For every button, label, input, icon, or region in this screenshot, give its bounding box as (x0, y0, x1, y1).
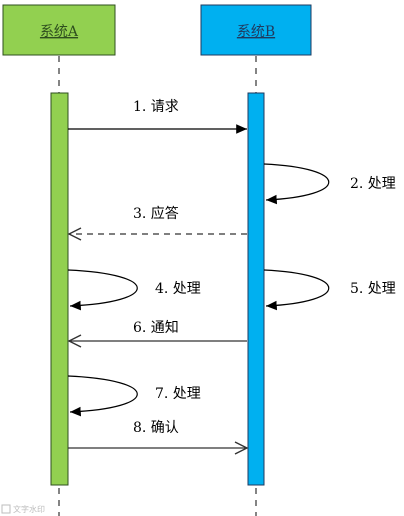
actor-b-label: 系统B (237, 24, 275, 40)
self-arrow-process-a-2 (67, 375, 138, 417)
message-label-process-5: 5. 处理 (350, 281, 396, 297)
message-label-process-4: 4. 处理 (155, 281, 201, 297)
self-arrow-process-a-1 (67, 269, 138, 311)
self-arrow-process-b-1 (263, 163, 330, 205)
actor-a: 系统A (2, 4, 116, 56)
message-label-request: 1. 请求 (133, 99, 179, 115)
watermark-icon (1, 504, 11, 514)
watermark: 文字水印 (1, 504, 45, 514)
watermark-text: 文字水印 (13, 504, 45, 514)
message-label-confirm: 8. 确认 (133, 420, 179, 436)
activation-bar-a (50, 92, 69, 486)
self-arrow-process-b-2 (263, 269, 330, 311)
message-label-process-2: 2. 处理 (350, 176, 396, 192)
message-label-response: 3. 应答 (133, 205, 179, 222)
actor-b: 系统B (200, 4, 312, 56)
actor-a-label: 系统A (40, 24, 79, 40)
activation-bar-b (247, 92, 265, 486)
message-label-process-7: 7. 处理 (155, 386, 201, 402)
message-label-notify: 6. 通知 (133, 319, 179, 336)
